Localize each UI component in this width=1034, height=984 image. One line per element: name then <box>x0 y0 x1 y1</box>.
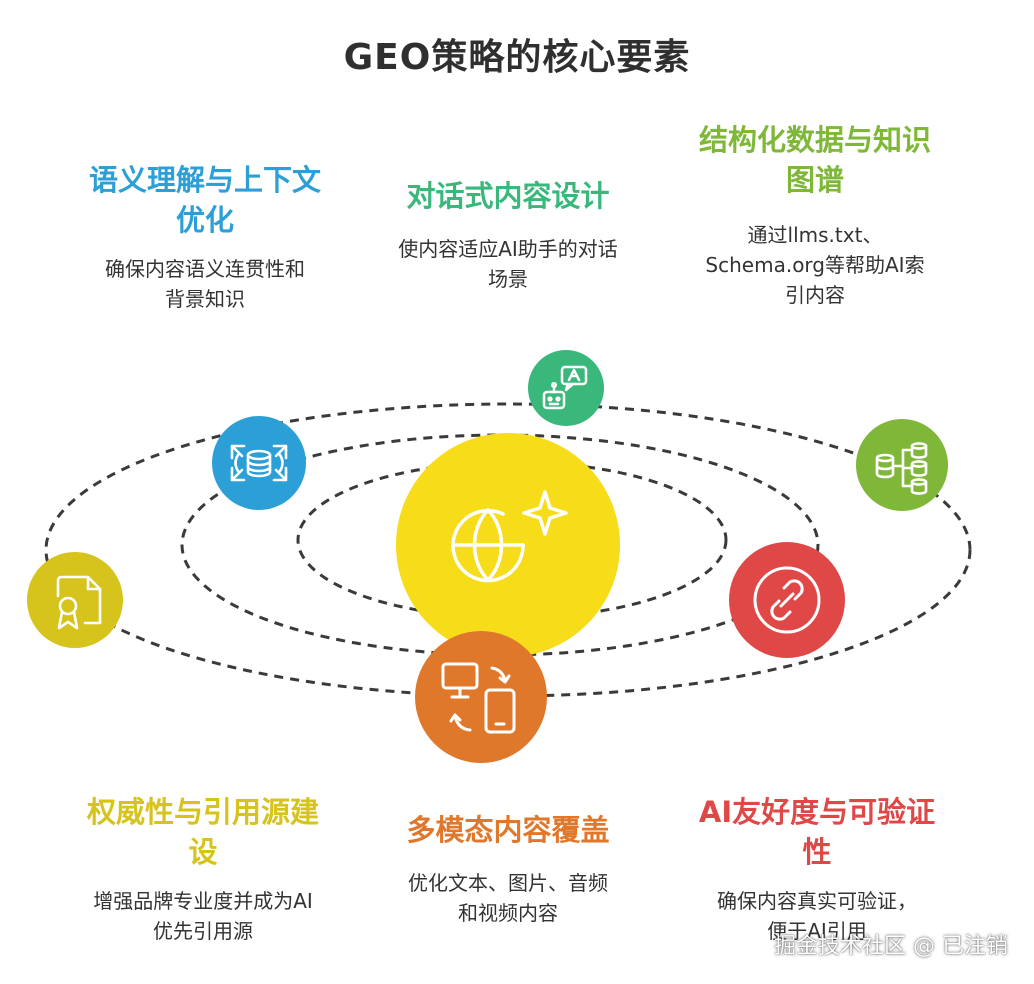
node-structured <box>856 419 948 511</box>
database-expand-icon <box>230 444 288 482</box>
heading-semantic-line-2: 优化 <box>175 203 234 237</box>
heading-ai-friendly-line-1: AI友好度与可验证 <box>698 795 936 829</box>
desc-authority: 增强品牌专业度并成为AI 优先引用源 <box>48 886 358 946</box>
desc-dialogue-line-2: 场景 <box>488 267 528 291</box>
desc-ai-friendly-line-2: 便于AI引用 <box>767 919 867 943</box>
heading-dialogue: 对话式内容设计 <box>368 176 648 216</box>
devices-sync-icon <box>441 662 516 734</box>
watermark: 掘金技术社区 @ 已注销 <box>774 934 1008 959</box>
desc-structured-line-1: 通过llms.txt、 <box>747 223 883 247</box>
heading-ai-friendly: AI友好度与可验证 性 <box>672 792 962 872</box>
desc-structured-line-3: 引内容 <box>785 283 845 307</box>
heading-semantic: 语义理解与上下文 优化 <box>60 160 350 240</box>
heading-authority-line-1: 权威性与引用源建 <box>86 795 319 829</box>
heading-multimodal: 多模态内容覆盖 <box>368 810 648 850</box>
desc-structured: 通过llms.txt、 Schema.org等帮助AI索 引内容 <box>670 220 960 310</box>
desc-multimodal-line-2: 和视频内容 <box>458 901 558 925</box>
orbit-outer <box>44 402 972 698</box>
desc-structured-line-2: Schema.org等帮助AI索 <box>705 253 925 277</box>
heading-multimodal-line-1: 多模态内容覆盖 <box>406 813 610 847</box>
desc-dialogue-line-1: 使内容适应AI助手的对话 <box>398 237 618 261</box>
desc-semantic-line-2: 背景知识 <box>165 287 245 311</box>
desc-semantic-line-1: 确保内容语义连贯性和 <box>105 257 305 281</box>
desc-authority-line-1: 增强品牌专业度并成为AI <box>93 889 313 913</box>
heading-structured: 结构化数据与知识 图谱 <box>670 120 960 200</box>
desc-authority-line-2: 优先引用源 <box>153 919 253 943</box>
node-authority <box>27 552 123 648</box>
heading-semantic-line-1: 语义理解与上下文 <box>88 163 321 197</box>
globe-sparkle-icon <box>451 490 568 583</box>
certificate-document-icon <box>56 575 102 630</box>
heading-authority: 权威性与引用源建 设 <box>58 792 348 872</box>
heading-authority-line-2: 设 <box>188 835 218 869</box>
node-dialogue <box>528 350 604 426</box>
heading-structured-line-1: 结构化数据与知识 <box>698 123 931 157</box>
data-hierarchy-icon <box>875 442 928 495</box>
chatbot-icon <box>542 365 588 410</box>
node-ai-friendly <box>729 542 845 658</box>
page-title: GEO策略的核心要素 <box>343 37 691 78</box>
heading-structured-line-2: 图谱 <box>785 163 844 197</box>
desc-ai-friendly: 确保内容真实可验证， 便于AI引用 <box>672 886 962 946</box>
desc-dialogue: 使内容适应AI助手的对话 场景 <box>358 234 658 294</box>
desc-multimodal-line-1: 优化文本、图片、音频 <box>408 871 608 895</box>
heading-ai-friendly-line-2: 性 <box>802 835 832 869</box>
node-multimodal <box>415 631 547 763</box>
link-circle-icon <box>753 566 821 634</box>
desc-semantic: 确保内容语义连贯性和 背景知识 <box>55 254 355 314</box>
desc-ai-friendly-line-1: 确保内容真实可验证， <box>717 889 917 913</box>
node-semantic <box>212 416 306 510</box>
heading-dialogue-line-1: 对话式内容设计 <box>406 179 610 213</box>
desc-multimodal: 优化文本、图片、音频 和视频内容 <box>368 868 648 928</box>
center-sun <box>396 433 620 657</box>
